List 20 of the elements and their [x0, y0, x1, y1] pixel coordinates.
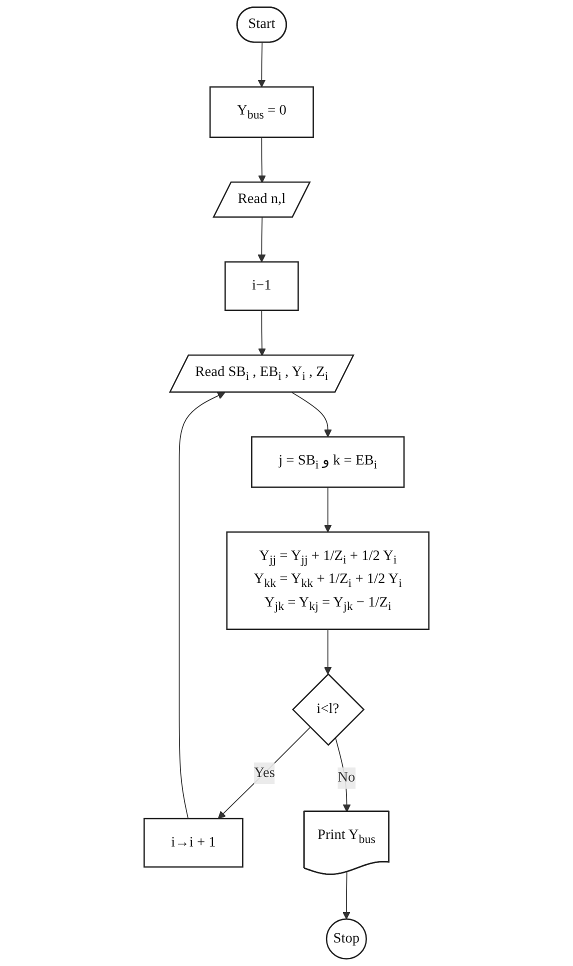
edge-label: Yes [254, 765, 275, 780]
arrow [178, 392, 226, 820]
arrow [258, 42, 266, 88]
arrow [258, 310, 266, 356]
node-box [251, 436, 405, 488]
arrow [258, 217, 266, 262]
arrow [258, 136, 266, 183]
node-diamond [292, 673, 365, 746]
arrow [324, 628, 332, 674]
node-box [209, 86, 314, 138]
arrow [334, 736, 351, 812]
arrow [218, 726, 311, 819]
edge-label: No [338, 770, 356, 786]
arrow [342, 872, 350, 920]
arrow [292, 392, 332, 438]
node-circle [326, 918, 367, 960]
node-box [224, 261, 299, 311]
node-box [226, 531, 430, 630]
arrow [324, 486, 332, 532]
node-box [143, 818, 244, 868]
